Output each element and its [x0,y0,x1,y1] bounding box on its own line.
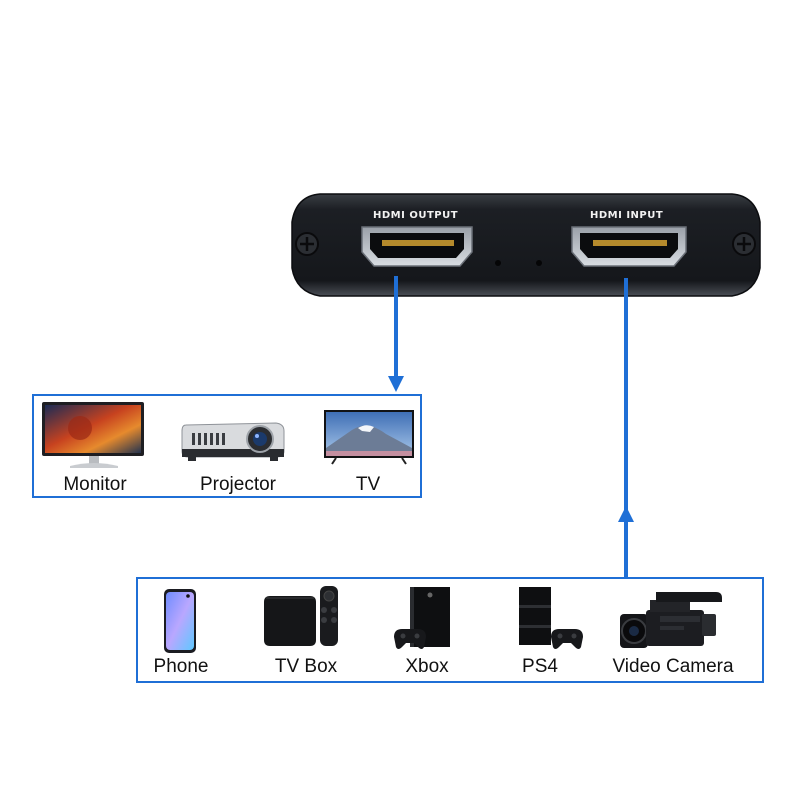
video-camera-icon [620,592,722,648]
xbox-icon [394,587,450,649]
output-arrow [388,276,404,392]
output-device-label-projector: Projector [199,474,277,495]
input-arrow [618,278,634,580]
screw-left-icon [295,232,319,256]
ps4-icon [519,587,583,649]
projector-icon [181,422,285,461]
hdmi-output-port [361,226,473,267]
output-device-label-monitor: Monitor [63,474,127,495]
input-device-label-phone: Phone [153,656,209,677]
tv-box-icon [264,586,338,646]
monitor-icon [42,402,144,468]
output-device-label-tv: TV [355,474,381,495]
input-device-label-ps4: PS4 [522,656,558,677]
indicator-led-1 [495,260,501,266]
hdmi-output-label: HDMI OUTPUT [373,210,459,221]
hdmi-input-port [571,226,687,267]
input-device-label-tv-box: TV Box [274,656,338,677]
input-device-label-xbox: Xbox [405,656,449,677]
input-device-label-video-camera: Video Camera [612,656,734,677]
phone-icon [164,589,196,653]
tv-icon [324,410,414,465]
hdmi-input-label: HDMI INPUT [590,210,664,221]
screw-right-icon [732,232,756,256]
indicator-led-2 [536,260,542,266]
